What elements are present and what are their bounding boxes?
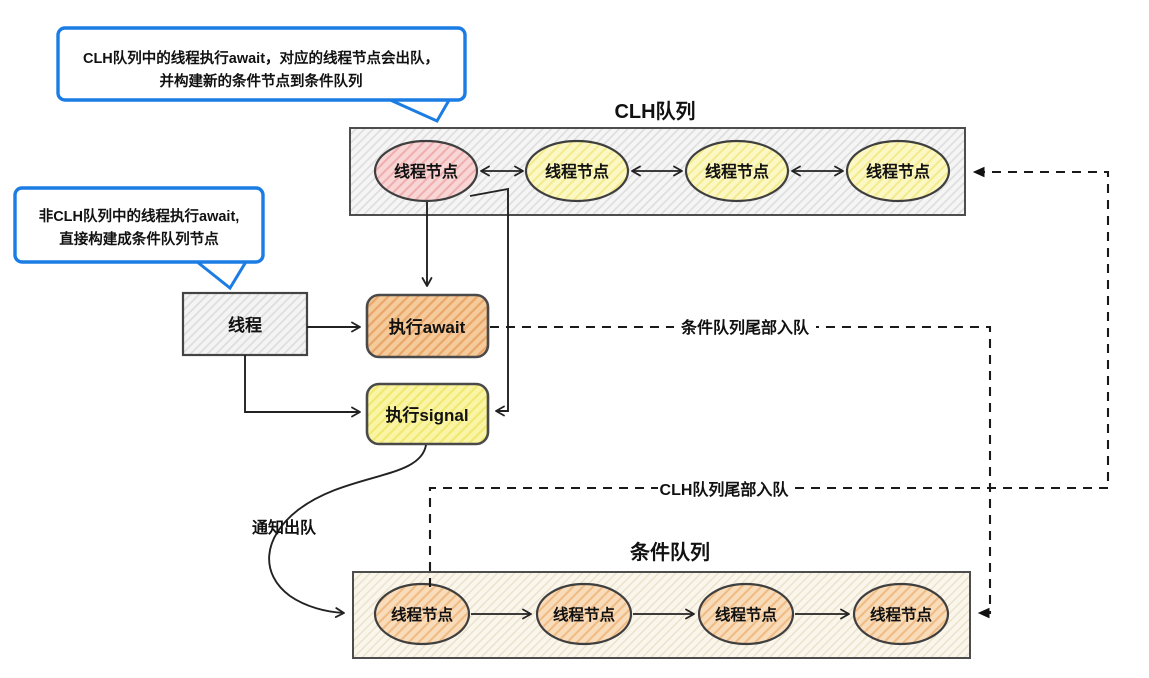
arrow-await-to-condition-tail [490, 325, 992, 619]
clh-queue-group: CLH队列 线程节点 线程节点 线程节点 线程节点 [349, 99, 966, 216]
condition-queue-title: 条件队列 [630, 540, 710, 564]
clh-node-2 [524, 139, 630, 203]
clh-tail-label-bg [658, 477, 790, 500]
condition-node-3 [697, 582, 795, 646]
clh-node-1 [373, 139, 479, 203]
condition-node-4-label: 线程节点 [870, 605, 933, 624]
flow-group: 线程 执行await 执行signal [181, 291, 490, 446]
await-box [365, 293, 490, 359]
arrow-condition-head-to-clh-tail [428, 166, 1110, 587]
condition-tail-enqueue-label: 条件队列尾部入队 [680, 318, 810, 337]
condition-node-3-label: 线程节点 [715, 605, 778, 624]
speech-bubble-non-clh-await: 非CLH队列中的线程执行await, 直接构建成条件队列节点 [13, 186, 265, 291]
clh-tail-enqueue-label: CLH队列尾部入队 [660, 480, 790, 499]
speech-bubble-1-line-1: CLH队列中的线程执行await，对应的线程节点会出队， [83, 49, 439, 67]
condition-node-1-label: 线程节点 [391, 605, 454, 624]
clh-queue-title: CLH队列 [614, 99, 695, 123]
dashed-arrows-group [428, 166, 1110, 619]
solid-arrows-group [244, 187, 509, 618]
condition-queue-group: 条件队列 线程节点 线程节点 线程节点 线程节点 [352, 540, 971, 659]
arrow-signal-notify-dequeue [268, 444, 427, 618]
condition-tail-label-bg [674, 315, 816, 338]
clh-node-3-label: 线程节点 [705, 162, 769, 181]
speech-bubble-clh-await: CLH队列中的线程执行await，对应的线程节点会出队， 并构建新的条件节点到条… [56, 26, 467, 123]
edge-labels-group: 条件队列尾部入队 CLH队列尾部入队 通知出队 [252, 315, 816, 537]
speech-bubble-1-body [56, 26, 467, 102]
speech-bubble-2-line-2: 直接构建成条件队列节点 [59, 230, 219, 248]
speech-bubble-2-body [13, 186, 265, 264]
condition-node-1 [373, 582, 471, 646]
arrow-thread-to-signal [244, 355, 361, 418]
clh-node-3 [684, 139, 790, 203]
thread-box-label: 线程 [228, 315, 262, 335]
thread-box [181, 291, 309, 357]
clh-node-4 [845, 139, 951, 203]
clh-node-1-label: 线程节点 [394, 162, 458, 181]
signal-box [365, 382, 490, 446]
await-box-label: 执行await [389, 317, 466, 337]
speech-bubble-1-line-2: 并构建新的条件节点到条件队列 [160, 72, 363, 90]
speech-bubble-2-tail [191, 258, 250, 291]
speech-bubble-2-line-1: 非CLH队列中的线程执行await, [39, 207, 240, 225]
clh-node-4-label: 线程节点 [866, 162, 930, 181]
arrow-clh-head-to-signal [469, 187, 509, 417]
notify-dequeue-label: 通知出队 [252, 518, 317, 537]
signal-box-label: 执行signal [385, 405, 468, 425]
condition-node-4 [852, 582, 950, 646]
condition-node-2-label: 线程节点 [553, 605, 616, 624]
condition-node-2 [535, 582, 633, 646]
clh-node-2-label: 线程节点 [545, 162, 609, 181]
